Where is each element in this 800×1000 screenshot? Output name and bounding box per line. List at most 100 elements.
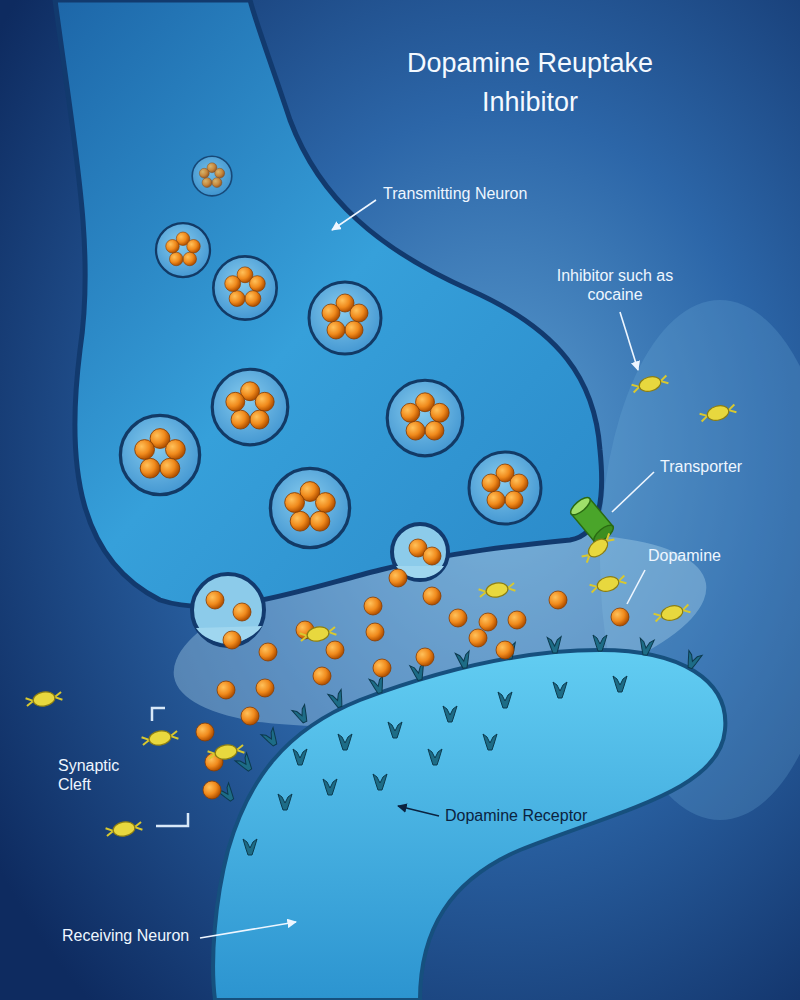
- inhibitor-molecule: [141, 728, 179, 748]
- vesicle: [120, 415, 199, 494]
- receptor: [638, 638, 654, 656]
- label-slot: Dopamine Receptor: [445, 806, 625, 825]
- cleft-bracket: [152, 708, 165, 721]
- inhibitor-molecule: [631, 373, 669, 396]
- receptor: [593, 635, 607, 651]
- receptor: [683, 651, 702, 671]
- receptor: [328, 690, 347, 710]
- dopamine-molecule: [549, 591, 567, 609]
- vesicle: [212, 369, 288, 445]
- receptor: [373, 774, 387, 790]
- label-slot: Synaptic Cleft: [58, 756, 138, 794]
- receptor: [243, 839, 257, 855]
- part-label: Transporter: [660, 457, 790, 476]
- inhibitor-molecule: [25, 689, 63, 709]
- transporter: [568, 495, 616, 546]
- dopamine-molecule: [313, 667, 331, 685]
- dopamine-molecule: [389, 569, 407, 587]
- leader-line: [398, 806, 439, 816]
- inhibitor-molecule: [478, 580, 516, 600]
- dopamine-molecule: [364, 597, 382, 615]
- receptor: [388, 722, 402, 738]
- cleft-bracket: [156, 813, 188, 826]
- vesicle: [213, 256, 276, 319]
- part-label: Synaptic Cleft: [58, 756, 138, 794]
- part-label: Transmitting Neuron: [383, 184, 563, 203]
- vesicle: [387, 380, 463, 456]
- leader-line: [332, 200, 376, 230]
- part-label: Receiving Neuron: [62, 926, 212, 945]
- label-slot: Dopamine: [648, 546, 768, 565]
- dopamine-molecule: [423, 547, 441, 565]
- dopamine-molecule: [496, 641, 514, 659]
- vesicle: [192, 156, 232, 196]
- receptor: [235, 753, 256, 774]
- vesicle: [309, 282, 381, 354]
- dopamine-molecule: [233, 603, 251, 621]
- dopamine-molecule: [373, 659, 391, 677]
- dopamine-molecule: [449, 609, 467, 627]
- dopamine-molecule: [241, 707, 259, 725]
- receptor: [323, 779, 337, 795]
- leader-line: [620, 312, 638, 370]
- part-label: Dopamine Receptor: [445, 806, 625, 825]
- dopamine-molecule: [326, 641, 344, 659]
- leader-lines: [152, 200, 654, 938]
- leader-line: [612, 472, 654, 512]
- receptor: [369, 676, 387, 695]
- dopamine-molecule: [416, 648, 434, 666]
- inhibitor-molecule: [580, 531, 617, 565]
- vesicle: [156, 223, 210, 277]
- dopamine-molecule: [469, 629, 487, 647]
- dopamine-molecule: [259, 643, 277, 661]
- vesicle: [270, 468, 349, 547]
- receptor: [278, 794, 292, 810]
- dopamine-molecule: [366, 623, 384, 641]
- dopamine-molecule: [203, 781, 221, 799]
- leader-line: [627, 570, 645, 604]
- receptors: [217, 635, 702, 855]
- inhibitor-molecule: [105, 819, 143, 839]
- leader-line: [200, 922, 296, 938]
- title-slot: Dopamine Reuptake Inhibitor: [380, 44, 680, 122]
- dopamine-molecules: [196, 539, 629, 799]
- diagram-title: Dopamine Reuptake Inhibitor: [380, 44, 680, 122]
- dopamine-molecule: [423, 587, 441, 605]
- inhibitor-molecules: [25, 373, 737, 839]
- receptor: [553, 682, 567, 698]
- label-slot: Transporter: [660, 457, 790, 476]
- receptor: [261, 728, 281, 749]
- dopamine-molecule: [479, 613, 497, 631]
- receptor: [547, 637, 562, 654]
- dopamine-molecule: [223, 631, 241, 649]
- receiving-neuron: [213, 650, 725, 1000]
- dopamine-molecule: [508, 611, 526, 629]
- inhibitor-molecule: [589, 573, 627, 596]
- dopamine-molecule: [256, 679, 274, 697]
- dopamine-molecule: [196, 723, 214, 741]
- receptor: [443, 706, 457, 722]
- inhibitor-molecule: [207, 742, 245, 762]
- label-slot: Receiving Neuron: [62, 926, 212, 945]
- receptor: [613, 676, 627, 692]
- vesicles: [120, 156, 541, 547]
- part-label: Inhibitor such as cocaine: [555, 266, 675, 304]
- receptor: [293, 749, 307, 765]
- receptor: [483, 734, 497, 750]
- vesicle: [469, 452, 541, 524]
- receptor: [498, 692, 512, 708]
- dopamine-molecule: [206, 591, 224, 609]
- receptor: [338, 734, 352, 750]
- receptor: [428, 749, 442, 765]
- label-slot: Inhibitor such as cocaine: [555, 266, 675, 304]
- inhibitor-molecule: [653, 602, 691, 625]
- inhibitor-molecule: [699, 402, 737, 425]
- dopamine-molecule: [611, 608, 629, 626]
- inhibitor-molecule: [299, 624, 337, 644]
- label-slot: Transmitting Neuron: [383, 184, 563, 203]
- receptor: [455, 651, 472, 669]
- part-label: Dopamine: [648, 546, 768, 565]
- dopamine-molecule: [217, 681, 235, 699]
